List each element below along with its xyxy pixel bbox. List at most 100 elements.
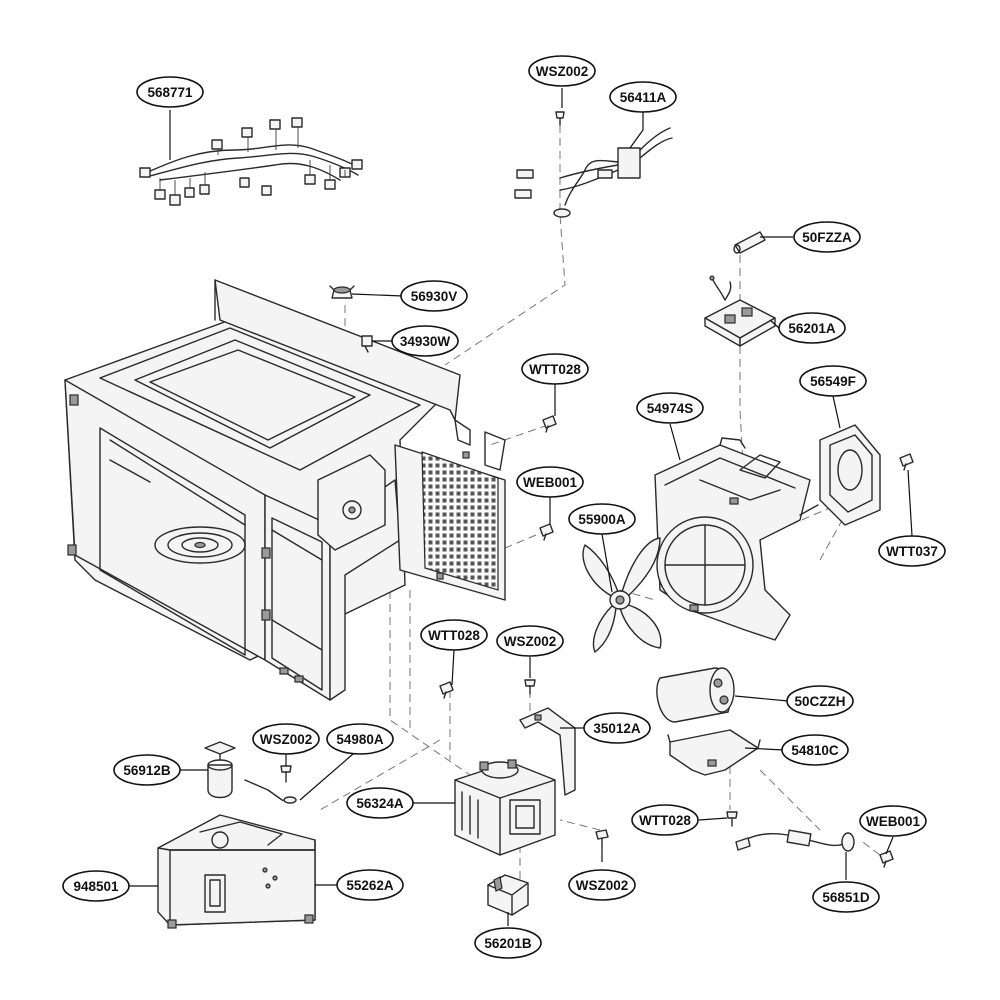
callout-web001: WEB001 — [516, 466, 584, 498]
callout-56912b: 56912B — [113, 754, 181, 786]
callout-bubble — [474, 927, 542, 959]
callout-label: 50CZZH — [794, 694, 845, 709]
screw-wsz002-c — [280, 765, 292, 783]
screw-wtt037 — [899, 453, 914, 471]
callout-bubble — [778, 312, 846, 344]
fan-bracket-part — [654, 437, 811, 641]
callout-56201b: 56201B — [474, 927, 542, 959]
callout-bubble — [252, 723, 320, 755]
leader-lines — [128, 88, 913, 926]
screw-wtt028-b — [439, 681, 454, 699]
callout-34930w: 34930W — [391, 325, 459, 357]
callout-wsz002: WSZ002 — [252, 723, 320, 755]
oven-cavity-part — [64, 279, 506, 701]
callout-bubble — [336, 869, 404, 901]
callout-55900a: 55900A — [568, 503, 636, 535]
callout-web001: WEB001 — [859, 805, 927, 837]
callout-label: 56912B — [123, 763, 171, 778]
callout-35012a: 35012A — [583, 712, 651, 744]
capacitor-bracket-part — [667, 729, 761, 776]
callout-label: 568771 — [147, 85, 193, 100]
screw-wsz002-d — [595, 829, 609, 847]
callout-56549f: 56549F — [799, 365, 867, 397]
callout-50czzh: 50CZZH — [786, 685, 854, 717]
callout-56930v: 56930V — [400, 280, 468, 312]
callout-56324a: 56324A — [346, 787, 414, 819]
callout-wsz002: WSZ002 — [528, 55, 596, 87]
callout-label: WSZ002 — [260, 732, 313, 747]
callout-bubble — [583, 712, 651, 744]
callout-56201a: 56201A — [778, 312, 846, 344]
callout-bubble — [568, 503, 636, 535]
noise-filter-part — [487, 874, 529, 916]
callout-bubble — [420, 619, 488, 651]
callout-label: WTT028 — [529, 362, 581, 377]
callout-56411a: 56411A — [609, 81, 677, 113]
callout-54974s: 54974S — [636, 392, 704, 424]
callout-568771: 568771 — [136, 76, 204, 108]
callout-label: WEB001 — [866, 814, 921, 829]
screw-web001-a — [539, 523, 554, 541]
callout-bubble — [609, 81, 677, 113]
callout-54810c: 54810C — [781, 734, 849, 766]
hv-wire-part — [514, 111, 673, 218]
callout-label: 56549F — [810, 374, 856, 389]
callout-bubble — [62, 870, 130, 902]
callout-bubble — [631, 804, 699, 836]
callout-label: 50FZZA — [802, 230, 852, 245]
screw-wsz002-b — [524, 679, 536, 695]
callout-label: 54810C — [791, 743, 839, 758]
callout-wtt028: WTT028 — [521, 353, 589, 385]
callout-label: WSZ002 — [576, 878, 629, 893]
callout-55262a: 55262A — [336, 869, 404, 901]
callout-50fzza: 50FZZA — [793, 221, 861, 253]
callout-label: WTT028 — [428, 628, 480, 643]
callout-label: 56201A — [788, 321, 836, 336]
callout-label: 948501 — [73, 879, 119, 894]
callout-label: 56201B — [484, 936, 532, 951]
callout-948501: 948501 — [62, 870, 130, 902]
callout-bubble — [400, 280, 468, 312]
callout-label: 56324A — [356, 796, 404, 811]
callout-label: 34930W — [400, 334, 451, 349]
callout-label: 56411A — [620, 90, 667, 105]
callout-wsz002: WSZ002 — [496, 625, 564, 657]
callout-bubble — [812, 881, 880, 913]
vent-panel-part — [394, 444, 506, 601]
callout-bubble — [516, 466, 584, 498]
callout-bubble — [878, 535, 946, 567]
magnetron-part — [454, 759, 556, 856]
screw-wtt028-c — [726, 811, 738, 827]
callout-bubble — [786, 685, 854, 717]
callout-label: WEB001 — [523, 475, 578, 490]
callout-label: WTT028 — [639, 813, 691, 828]
callout-wsz002: WSZ002 — [568, 869, 636, 901]
callout-label: WTT037 — [886, 544, 938, 559]
callout-wtt037: WTT037 — [878, 535, 946, 567]
pcb-part — [704, 275, 776, 347]
magnetron-bracket-part — [519, 707, 576, 796]
callout-bubble — [859, 805, 927, 837]
wire-harness-part — [139, 117, 363, 206]
callout-bubble — [113, 754, 181, 786]
coupler-part — [244, 779, 297, 804]
callout-bubble — [568, 869, 636, 901]
callout-bubble — [636, 392, 704, 424]
callout-56851d: 56851D — [812, 881, 880, 913]
callout-label: WSZ002 — [536, 64, 589, 79]
callout-bubble — [799, 365, 867, 397]
callout-bubble — [136, 76, 204, 108]
callout-54980a: 54980A — [326, 723, 394, 755]
callout-label: WSZ002 — [504, 634, 557, 649]
callout-bubble — [528, 55, 596, 87]
fuse-part — [733, 231, 766, 254]
callout-wtt028: WTT028 — [420, 619, 488, 651]
callout-label: 56930V — [411, 289, 458, 304]
callout-wtt028: WTT028 — [631, 804, 699, 836]
turntable-motor-part — [204, 741, 236, 799]
callout-bubble — [793, 221, 861, 253]
part-callouts: 568771WSZ00256411A50FZZA56930V34930W5620… — [62, 55, 946, 959]
callout-bubble — [781, 734, 849, 766]
callout-label: 54980A — [336, 732, 384, 747]
